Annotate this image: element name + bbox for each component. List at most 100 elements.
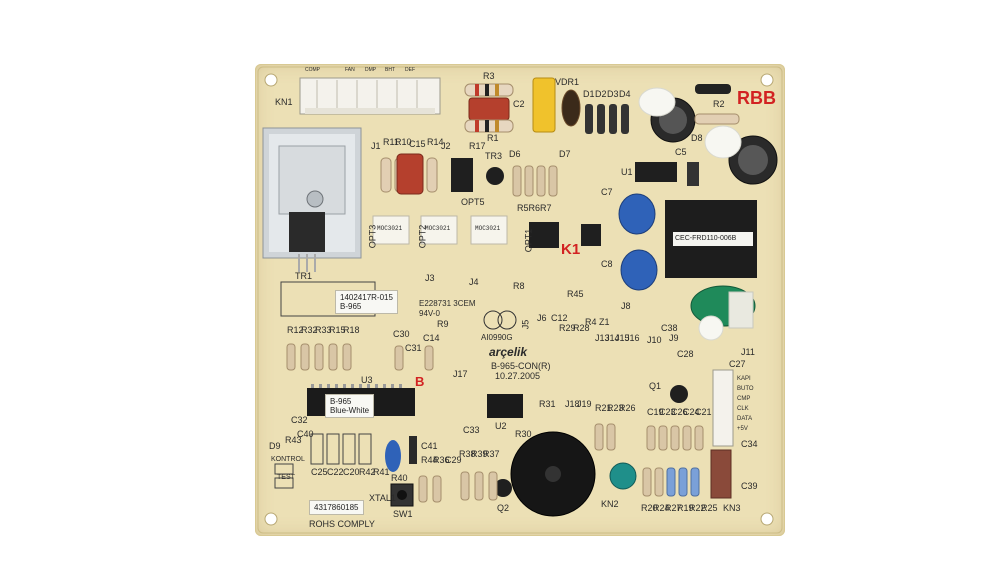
refdes-c22: C22 bbox=[327, 467, 344, 477]
refdes-r12: R12 bbox=[287, 325, 304, 335]
refdes-r20: R20 bbox=[641, 503, 658, 513]
refdes-d9: D9 bbox=[269, 441, 281, 451]
refdes-r15: R15 bbox=[329, 325, 346, 335]
refdes-sw1: SW1 bbox=[393, 509, 413, 519]
mount-hole-br bbox=[760, 512, 774, 526]
text-kontrol: KONTROL bbox=[271, 456, 305, 463]
refdes-r37: R37 bbox=[483, 449, 500, 459]
refdes-c33: C33 bbox=[463, 425, 480, 435]
refdes-r45: R45 bbox=[567, 289, 584, 299]
refdes-c40: C40 bbox=[297, 429, 314, 439]
refdes-kn2: KN2 bbox=[601, 499, 619, 509]
refdes-r8: R8 bbox=[513, 281, 525, 291]
refdes-r33: R33 bbox=[315, 325, 332, 335]
refdes-j14: J14 bbox=[605, 333, 620, 343]
connector-label-kn1: KN1 bbox=[275, 97, 293, 107]
refdes-r30: R30 bbox=[515, 429, 532, 439]
transformer-label: CEC-FRD110-006B bbox=[675, 235, 737, 242]
refdes-c25: C25 bbox=[311, 467, 328, 477]
refdes-j1: J1 bbox=[371, 141, 381, 151]
sticker-chip: B-965 Blue-White bbox=[325, 394, 375, 419]
diodes-d1-d4 bbox=[585, 104, 629, 134]
refdes-j10: J10 bbox=[647, 335, 662, 345]
refdes-r26: R26 bbox=[619, 403, 636, 413]
opto-opt5 bbox=[470, 215, 508, 245]
refdes-d1: D1 bbox=[583, 89, 595, 99]
refdes-r14: R14 bbox=[427, 137, 444, 147]
refdes-z1: Z1 bbox=[599, 317, 610, 327]
refdes-j18: J18 bbox=[565, 399, 580, 409]
refdes-r11: R11 bbox=[383, 137, 399, 147]
mount-hole-tr bbox=[760, 73, 774, 87]
refdes-c31: C31 bbox=[405, 343, 422, 353]
refdes-c2: C2 bbox=[513, 99, 525, 109]
refdes-c24: C24 bbox=[683, 407, 700, 417]
refdes-j13: J13 bbox=[595, 333, 610, 343]
svg-text:B: B bbox=[415, 374, 424, 389]
refdes-j11: J11 bbox=[741, 347, 755, 357]
refdes-j5: J5 bbox=[520, 319, 531, 330]
refdes-c27: C27 bbox=[729, 359, 746, 369]
refdes-opt1: OPT1 bbox=[523, 228, 534, 253]
refdes-c30: C30 bbox=[393, 329, 410, 339]
pin-dmp: DMP bbox=[365, 67, 377, 73]
refdes-u3: U3 bbox=[361, 375, 373, 385]
refdes-d6: D6 bbox=[509, 149, 521, 159]
voltage-regulator bbox=[289, 212, 325, 252]
refdes-tr1: TR1 bbox=[295, 271, 313, 281]
refdes-r29: R29 bbox=[559, 323, 576, 333]
refdes-c14: C14 bbox=[423, 333, 440, 343]
refdes-r18: R18 bbox=[343, 325, 360, 335]
refdes-r4: R4 bbox=[585, 317, 597, 327]
date-text: 10.27.2005 bbox=[495, 371, 541, 381]
refdes-r39: R39 bbox=[471, 449, 488, 459]
capacitor-c8 bbox=[620, 249, 658, 291]
refdes-c21: C21 bbox=[695, 407, 712, 417]
varistor-vdr1 bbox=[532, 77, 556, 133]
pin-def: DEF bbox=[405, 67, 415, 73]
refdes-r28: R28 bbox=[573, 323, 590, 333]
svg-text:RBB: RBB bbox=[737, 88, 776, 108]
refdes-r41: R41 bbox=[373, 467, 390, 477]
ic-u2 bbox=[487, 394, 523, 418]
refdes-c8: C8 bbox=[601, 259, 613, 269]
refdes-c26: C26 bbox=[671, 407, 688, 417]
refdes-r25: R25 bbox=[701, 503, 718, 513]
pin-comp: COMP bbox=[305, 67, 320, 73]
refdes-r27: R27 bbox=[665, 503, 682, 513]
pin-kapi: KAPI bbox=[737, 376, 751, 382]
sticker-top-line1: 1402417R-015 bbox=[340, 293, 393, 302]
refdes-c28: C28 bbox=[677, 349, 694, 359]
refdes-j3: J3 bbox=[425, 273, 435, 283]
pin-data: DATA bbox=[737, 416, 753, 422]
refdes-j16: J16 bbox=[625, 333, 640, 343]
refdes-j9: J9 bbox=[669, 333, 679, 343]
refdes-r31: R31 bbox=[539, 399, 556, 409]
refdes-d2: D2 bbox=[595, 89, 607, 99]
sticker-top: 1402417R-015 B-965 bbox=[335, 290, 398, 315]
part-code: AI0990G bbox=[481, 333, 513, 342]
brand-logo: arçelik bbox=[489, 345, 528, 359]
refdes-c39: C39 bbox=[741, 481, 758, 491]
refdes-c29: C29 bbox=[445, 455, 462, 465]
refdes-r22: R22 bbox=[689, 503, 706, 513]
refdes-c32: C32 bbox=[291, 415, 308, 425]
pin-clk: CLK bbox=[737, 406, 749, 412]
resistor-row-right bbox=[642, 467, 700, 497]
refdes-xtal1: XTAL1 bbox=[369, 493, 396, 503]
refdes-c7: C7 bbox=[601, 187, 613, 197]
refdes-d7: D7 bbox=[559, 149, 571, 159]
opto-mark-3: MOC3021 bbox=[475, 225, 501, 232]
pin-fan: FAN bbox=[345, 67, 355, 73]
resistors-r5-r7 bbox=[512, 165, 558, 197]
triac-tr2 bbox=[451, 158, 473, 192]
refdes-r40: R40 bbox=[391, 473, 408, 483]
refdes-kn3: KN3 bbox=[723, 503, 741, 513]
pin-5v: +5V bbox=[737, 426, 748, 432]
sticker-chip-line1: B-965 bbox=[330, 397, 352, 406]
sticker-bottom: 4317860185 bbox=[309, 500, 364, 516]
refdes-c34: C34 bbox=[741, 439, 758, 449]
pin-cmp: CMP bbox=[737, 396, 751, 402]
refdes-r24: R24 bbox=[653, 503, 670, 513]
mount-hole-tl bbox=[264, 73, 278, 87]
